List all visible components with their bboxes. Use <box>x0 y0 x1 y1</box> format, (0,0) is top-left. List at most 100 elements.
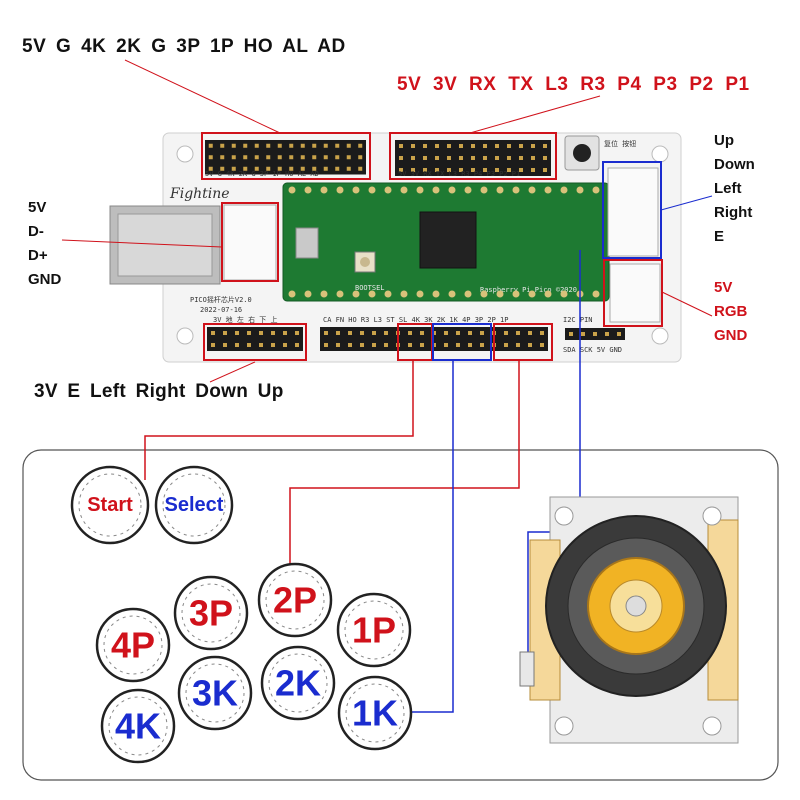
header-pin <box>360 331 364 335</box>
brand-logo: Fightine <box>169 186 230 202</box>
mounting-hole <box>554 716 574 736</box>
joystick-connector-pinout: Up Down Left Right E <box>714 129 755 249</box>
leader-top-left <box>124 59 281 134</box>
header-pin <box>480 343 484 347</box>
header-pin <box>531 168 535 172</box>
arcade-button-3p: 3P <box>173 575 249 651</box>
pico-pad <box>336 290 344 298</box>
header-pin <box>223 343 227 347</box>
pico-pad <box>432 186 440 194</box>
button-rim <box>100 688 176 764</box>
header-pin <box>435 168 439 172</box>
header-pin <box>271 331 275 335</box>
header-pin <box>528 331 532 335</box>
silk-bottom-left: 3V 地 左 右 下 上 <box>213 315 278 324</box>
top-right-header-highlight <box>389 132 557 180</box>
header-pin <box>504 331 508 335</box>
kick-header-highlight <box>432 323 492 361</box>
joystick-connector-pins <box>519 651 535 687</box>
pico-pad <box>528 290 536 298</box>
bootsel-label: BOOTSEL <box>355 284 385 292</box>
pico-pad <box>592 186 600 194</box>
button-rim <box>336 592 412 668</box>
header-pin <box>300 155 305 160</box>
header-pin <box>372 331 376 335</box>
button-face <box>268 653 328 713</box>
header-pin <box>323 143 328 148</box>
header-pin <box>447 156 451 160</box>
header-pin <box>540 331 544 335</box>
button-label: 2K <box>275 663 321 704</box>
wire-start-select <box>144 360 414 480</box>
header-pin <box>211 343 215 347</box>
i2c-pin-header <box>565 328 625 340</box>
header-pin <box>235 331 239 335</box>
arcade-joystick <box>519 496 739 744</box>
header-pin <box>507 156 511 160</box>
silk-i2c-pins: SDA SCK 5V GND <box>563 346 622 354</box>
button-rim <box>154 465 234 545</box>
pico-pad <box>544 186 552 194</box>
bootsel-button-cap <box>360 257 370 267</box>
button-rim <box>95 607 171 683</box>
header-pin <box>528 343 532 347</box>
button-face <box>108 696 168 756</box>
header-pin <box>605 332 609 336</box>
button-face <box>265 570 325 630</box>
punch-header-highlight <box>493 323 553 361</box>
header-pin <box>348 331 352 335</box>
direction-pin-label: Down <box>714 156 755 173</box>
header-pin <box>531 156 535 160</box>
header-pin <box>411 168 415 172</box>
header-pin <box>300 143 305 148</box>
arcade-button-1k: 1K <box>337 675 413 751</box>
bottom-left-header-highlight <box>203 323 307 361</box>
header-pin <box>295 343 299 347</box>
pico-pad <box>512 290 520 298</box>
arcade-button-start: Start <box>70 465 150 545</box>
header-pin <box>336 343 340 347</box>
pico-pad <box>480 186 488 194</box>
header-pin <box>435 144 439 148</box>
button-face <box>345 683 405 743</box>
header-pin <box>220 166 225 171</box>
rgb-pin-label: 5V <box>714 279 733 296</box>
header-pin <box>323 166 328 171</box>
button-face <box>103 615 163 675</box>
arcade-button-4k: 4K <box>100 688 176 764</box>
top-right-header-pinout: 5V 3V RX TX L3 R3 P4 P3 P2 P1 <box>397 74 750 95</box>
usb-pin-label: 5V <box>28 199 47 216</box>
header-pin <box>336 331 340 335</box>
header-pin <box>471 156 475 160</box>
pico-pad <box>368 290 376 298</box>
header-pin <box>231 143 236 148</box>
bottom-left-pin-header <box>207 327 303 351</box>
mounting-hole <box>651 145 669 163</box>
arcade-button-2k: 2K <box>260 645 336 721</box>
pico-pad <box>496 290 504 298</box>
header-pin <box>289 166 294 171</box>
header-pin <box>423 168 427 172</box>
top-left-header-highlight <box>201 132 371 180</box>
pico-pad <box>448 186 456 194</box>
header-pin <box>211 331 215 335</box>
header-pin <box>569 332 573 336</box>
header-pin <box>459 144 463 148</box>
mounting-hole <box>554 506 574 526</box>
mounting-hole <box>702 716 722 736</box>
header-pin <box>335 155 340 160</box>
header-pin <box>372 343 376 347</box>
header-pin <box>399 168 403 172</box>
button-rim <box>177 655 253 731</box>
header-pin <box>277 155 282 160</box>
pico-pad <box>528 186 536 194</box>
pico-pad <box>336 186 344 194</box>
leader-bottom-left <box>209 361 256 383</box>
pico-pad <box>432 290 440 298</box>
header-pin <box>358 166 363 171</box>
header-pin <box>335 166 340 171</box>
header-pin <box>231 155 236 160</box>
pico-pad <box>416 186 424 194</box>
header-pin <box>581 332 585 336</box>
header-pin <box>543 144 547 148</box>
